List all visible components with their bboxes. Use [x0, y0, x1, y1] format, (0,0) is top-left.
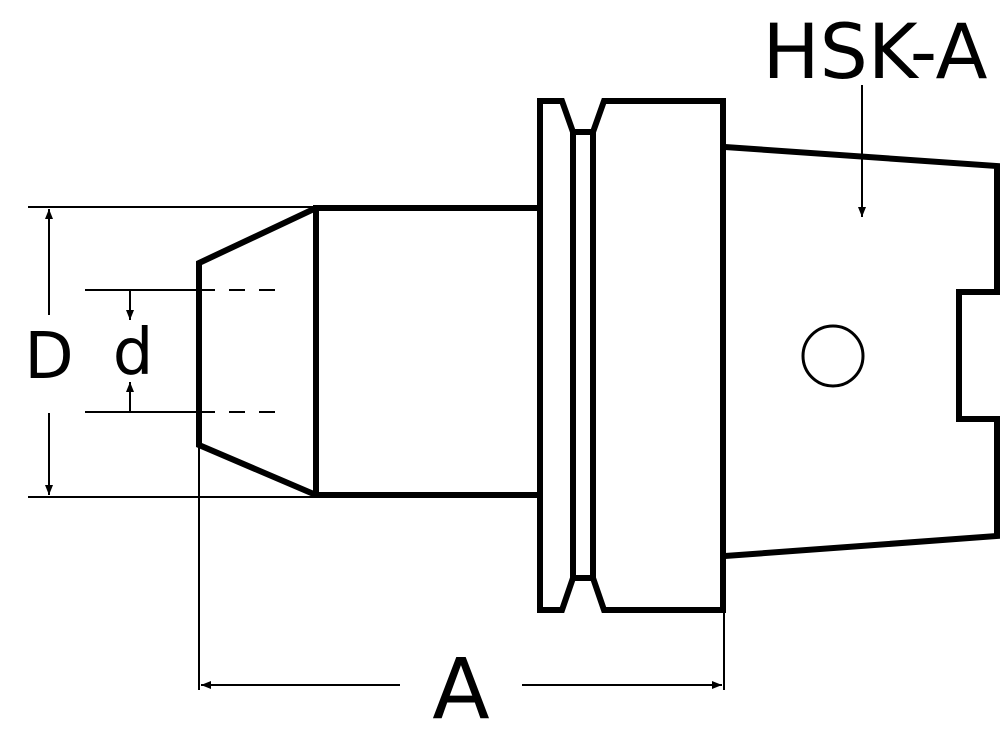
shank-body: [313, 205, 543, 498]
nose-cone: [196, 205, 318, 498]
hsk-taper-shank: [724, 144, 1000, 559]
flange-front-plate: [537, 98, 576, 613]
dim-D-label: D: [24, 320, 73, 394]
dim-d-label: d: [113, 316, 154, 390]
flange-collar: [590, 98, 726, 613]
flange-groove: [570, 129, 596, 581]
dim-A-label: A: [432, 640, 489, 738]
drive-hole: [801, 324, 865, 388]
hsk-a-label: HSK-A: [763, 7, 988, 96]
